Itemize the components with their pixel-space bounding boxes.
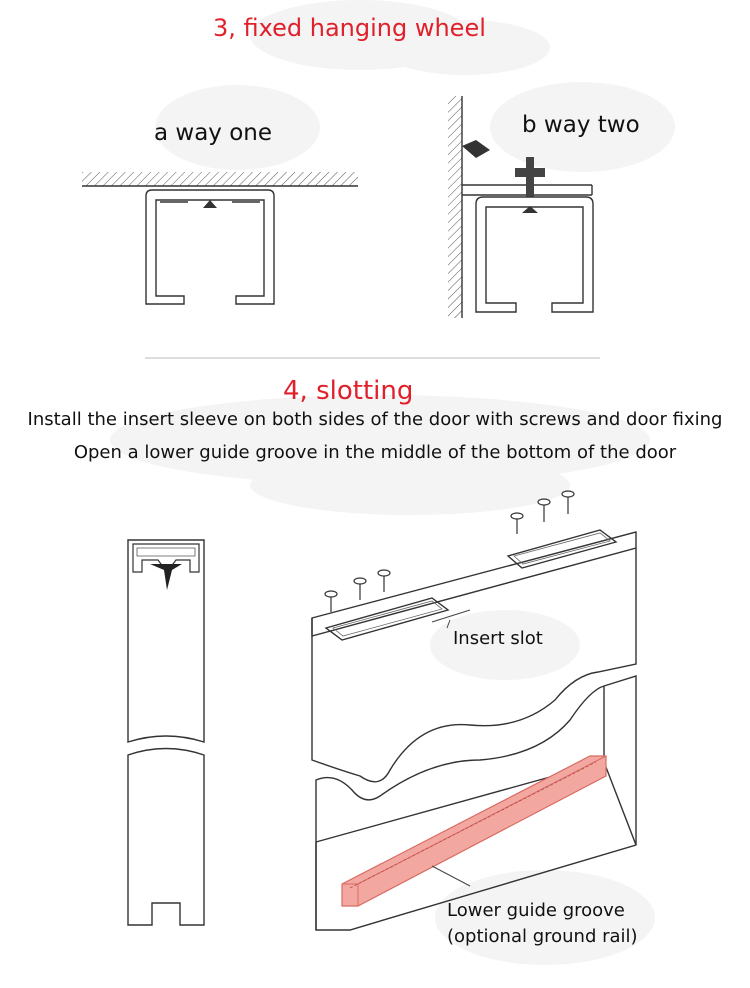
bg-cloud	[155, 85, 320, 170]
ground-rail-label: (optional ground rail)	[447, 926, 638, 947]
bg-cloud	[430, 610, 580, 680]
way-one-label: a way one	[154, 120, 273, 146]
bg-cloud	[250, 455, 570, 515]
way-two-drawing	[448, 96, 594, 318]
insert-slot-label: Insert slot	[453, 628, 543, 649]
section4-line1: Install the insert sleeve on both sides …	[27, 409, 723, 430]
section4-line2: Open a lower guide groove in the middle …	[73, 442, 677, 463]
way-two-label: b way two	[522, 112, 640, 138]
bg-cloud	[435, 870, 655, 965]
lower-groove-label: Lower guide groove	[447, 900, 625, 921]
bg-cloud	[490, 82, 675, 172]
bg-cloud	[380, 20, 550, 75]
section4-title: 4, slotting	[283, 376, 414, 406]
way-one-drawing	[82, 172, 358, 305]
door-perspective-drawing	[311, 490, 637, 931]
door-section-drawing	[127, 539, 205, 926]
section3-title: 3, fixed hanging wheel	[213, 14, 486, 42]
